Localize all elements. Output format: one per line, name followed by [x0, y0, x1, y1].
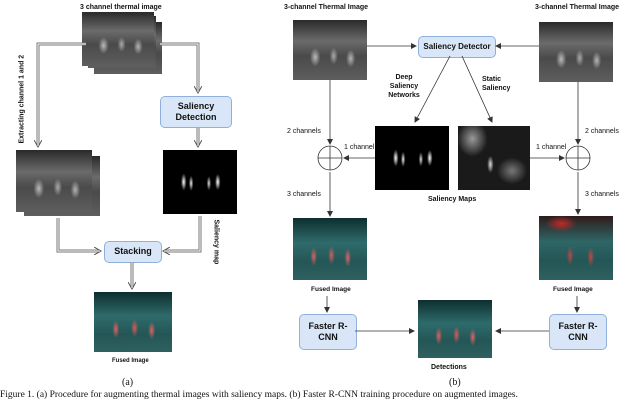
- b-one-channel-left: 1 channel: [344, 144, 375, 151]
- b-three-channels-right: 3 channels: [585, 191, 619, 198]
- b-faster-right-text: Faster R-CNN: [558, 320, 598, 342]
- a-saliency-map-image: [163, 150, 237, 214]
- b-faster-right-box: Faster R-CNN: [549, 314, 607, 350]
- b-saliency-detector-text: Saliency Detector: [423, 42, 491, 51]
- a-saliency-detection-box: Saliency Detection: [160, 96, 232, 128]
- a-fused-label: Fused Image: [112, 358, 149, 364]
- a-input-label: 3 channel thermal image: [80, 4, 162, 11]
- a-extracted-image-front: [16, 150, 92, 212]
- b-sum-node-right: [565, 145, 591, 171]
- b-two-channels-right: 2 channels: [585, 128, 619, 135]
- b-deep-label: Deep Saliency Networks: [388, 74, 420, 99]
- a-saliency-detection-text: Saliency Detection: [175, 100, 217, 122]
- a-arrow-extract-to-stack: [56, 218, 100, 251]
- b-right-input-image: [539, 22, 613, 82]
- a-extract-label: Extracting channel 1 and 2: [18, 54, 26, 144]
- b-static-label: Static Saliency: [482, 76, 511, 92]
- b-three-channels-left: 3 channels: [287, 191, 321, 198]
- a-sub-label: (a): [122, 377, 134, 388]
- a-saliency-map-label: Saliency map: [212, 219, 220, 265]
- b-right-fused-image: [539, 216, 613, 280]
- b-faster-left-box: Faster R-CNN: [299, 314, 357, 350]
- a-stacking-box: Stacking: [104, 241, 162, 263]
- b-right-input-label: 3-channel Thermal Image: [535, 4, 620, 11]
- b-sum-node-left: [317, 145, 343, 171]
- b-sub-label: (b): [449, 377, 461, 388]
- b-detections-label: Detections: [431, 364, 467, 371]
- b-right-fused-label: Fused Image: [553, 286, 593, 293]
- a-fused-image: [94, 292, 172, 352]
- b-left-input-label: 3-channel Thermal Image: [284, 4, 369, 11]
- b-left-fused-image: [293, 218, 367, 280]
- panel-b-arrows: [324, 43, 581, 334]
- b-deep-saliency-map: [375, 126, 449, 190]
- figure-caption: Figure 1. (a) Procedure for augmenting t…: [0, 390, 518, 400]
- b-detections-image: [418, 300, 492, 358]
- a-arrow-map-to-stack: [164, 216, 202, 251]
- b-left-fused-label: Fused Image: [311, 286, 351, 293]
- b-one-channel-right: 1 channel: [536, 144, 567, 151]
- a-arrow-to-extract: [38, 42, 86, 146]
- b-faster-left-text: Faster R-CNN: [308, 320, 348, 342]
- b-saliency-detector-box: Saliency Detector: [418, 36, 496, 58]
- b-left-input-image: [293, 20, 367, 80]
- b-maps-label: Saliency Maps: [428, 196, 477, 203]
- a-arrow-to-detection: [160, 42, 198, 92]
- a-input-image-front: [82, 12, 154, 66]
- a-stacking-text: Stacking: [114, 246, 152, 257]
- b-static-saliency-map: [458, 126, 530, 190]
- b-two-channels-left: 2 channels: [287, 128, 321, 135]
